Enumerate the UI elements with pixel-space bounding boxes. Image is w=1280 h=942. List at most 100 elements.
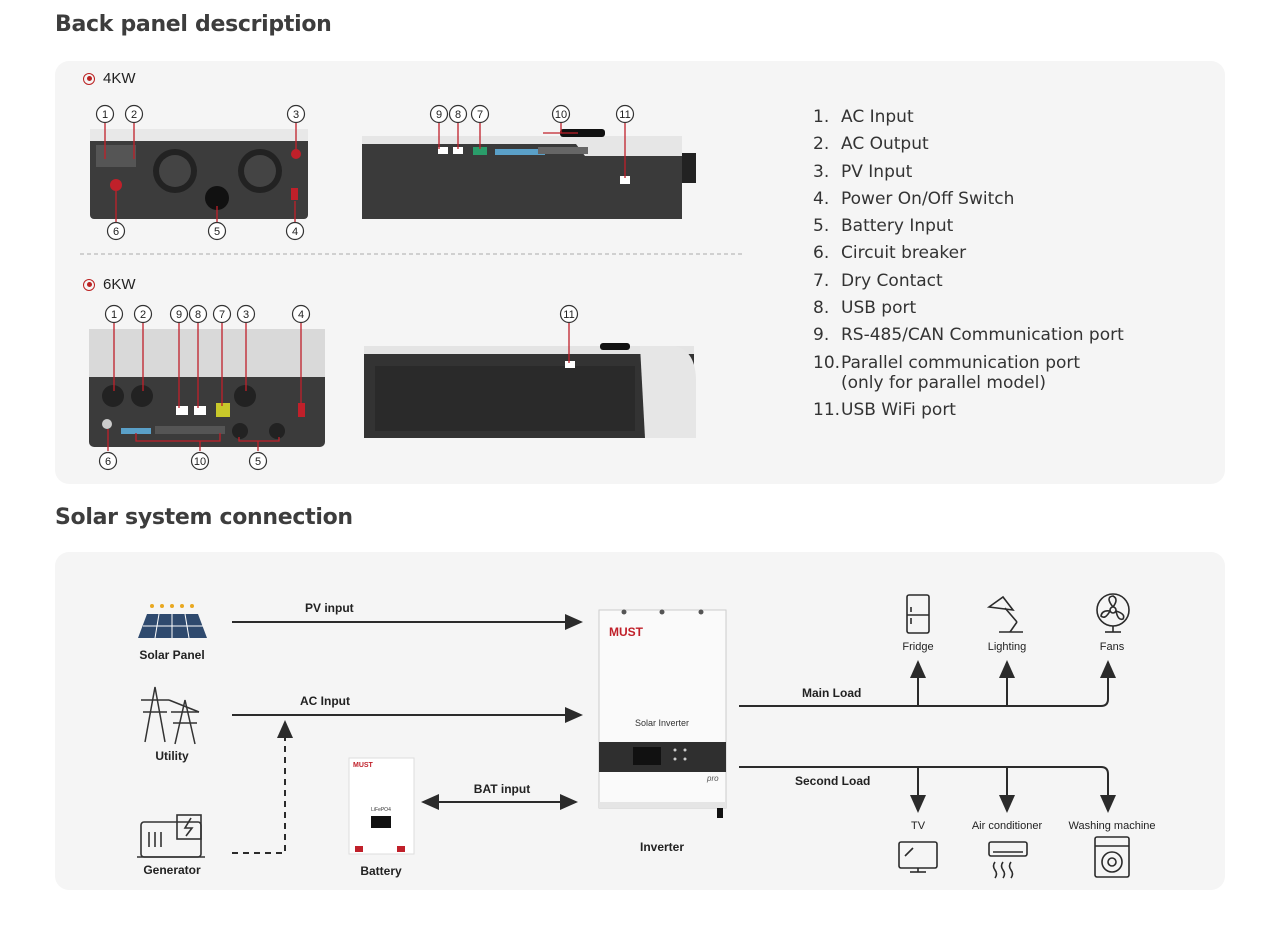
legend-number: 6. (813, 243, 830, 264)
legend-text-line: (only for parallel model) (841, 372, 1046, 393)
inverter-unit: MUST Solar Inverter pro (598, 609, 727, 818)
callout-circle (190, 451, 210, 471)
model-4kw-text: 4KW (103, 70, 136, 87)
callout-number: 3 (293, 109, 299, 121)
callout-circle (207, 221, 227, 241)
callout-number: 7 (477, 109, 483, 121)
callout-circle (188, 304, 208, 324)
callout-number: 4 (292, 226, 298, 238)
legend-text: PV Input (841, 162, 912, 189)
bat-input-label: BAT input (474, 782, 530, 796)
legend-text-line: Dry Contact (841, 270, 943, 291)
callout-number: 8 (195, 309, 201, 321)
legend-text-line: Battery Input (841, 216, 954, 237)
tv-label: TV (911, 820, 926, 832)
legend-text: Circuit breaker (841, 243, 966, 270)
legend-text-line: Power On/Off Switch (841, 188, 1015, 209)
fan-icon (1096, 593, 1130, 633)
callout-circle (286, 104, 306, 124)
inverter-brand: MUST (609, 625, 644, 639)
callout-number: 9 (436, 109, 442, 121)
legend-item: 4.Power On/Off Switch (813, 189, 1124, 216)
legend-text-line: USB port (841, 298, 917, 319)
air-conditioner-label: Air conditioner (972, 820, 1043, 832)
inverter-6kw-side (364, 343, 696, 438)
legend-text-line: Parallel communication port (841, 352, 1081, 373)
model-6kw-label: 6KW (83, 276, 136, 293)
callout-circle (291, 304, 311, 324)
solar-panel-label: Solar Panel (139, 648, 204, 662)
legend-text-line: RS-485/CAN Communication port (841, 325, 1124, 346)
washing-machine-label: Washing machine (1068, 820, 1155, 832)
generator-dashed-arrow (232, 720, 293, 854)
lighting-label: Lighting (988, 641, 1027, 653)
callout-circle (551, 104, 571, 124)
legend-item: 3. PV Input (813, 162, 1124, 189)
callout-circle (248, 451, 268, 471)
callout-number: 6 (105, 456, 111, 468)
battery-unit: MUST LiFePO4 (348, 757, 415, 855)
legend-item: 10.Parallel communication port(only for … (813, 353, 1124, 400)
callout-circle (236, 304, 256, 324)
legend-item: 7. Dry Contact (813, 271, 1124, 298)
legend-text: Dry Contact (841, 271, 943, 298)
main-load-line (739, 660, 1116, 707)
callout-circle (429, 104, 449, 124)
inverter-label: Inverter (640, 840, 684, 854)
legend-number: 3. (813, 161, 830, 182)
fridge-label: Fridge (902, 641, 933, 653)
radio-icon (83, 278, 95, 291)
callout-number: 8 (455, 109, 461, 121)
legend-item: 1.AC Input (813, 107, 1124, 134)
inverter-4kw-front (90, 129, 308, 219)
callout-number: 7 (219, 309, 225, 321)
callout-circle (95, 104, 115, 124)
callout-number: 5 (255, 456, 261, 468)
second-load-label: Second Load (795, 774, 870, 788)
callout-circle (285, 221, 305, 241)
callout-lines-4kw-side (438, 123, 626, 178)
generator-icon (137, 814, 205, 858)
pv-input-label: PV input (305, 601, 354, 615)
legend-text-line: Circuit breaker (841, 243, 967, 264)
battery-type: LiFePO4 (371, 807, 391, 813)
legend-number: 8. (813, 298, 830, 319)
legend-text: RS-485/CAN Communication port (841, 325, 1124, 352)
washing-machine-icon (1094, 836, 1130, 878)
ac-input-label: AC Input (300, 694, 350, 708)
callout-circle (615, 104, 635, 124)
utility-label: Utility (155, 749, 189, 763)
legend-text: USB port (841, 298, 916, 325)
callout-lines-4kw-front (104, 123, 297, 222)
callout-number: 1 (102, 109, 108, 121)
legend-number: 11. (813, 399, 841, 420)
callout-lines-6kw-front (107, 323, 302, 451)
legend-item: 2.AC Output (813, 134, 1124, 161)
inverter-4kw-side (362, 129, 696, 219)
callout-number: 6 (113, 226, 119, 238)
legend-text: Battery Input (841, 216, 953, 243)
tv-icon (898, 841, 938, 873)
legend-number: 7. (813, 270, 830, 291)
callout-number: 1 (111, 309, 117, 321)
legend-item: 6. Circuit breaker (813, 243, 1124, 270)
inverter-pro: pro (706, 774, 719, 783)
inverter-6kw-front (89, 329, 325, 447)
inverter-badge: Solar Inverter (635, 718, 689, 728)
legend-number: 9. (813, 325, 830, 346)
legend-text-line: PV Input (841, 161, 913, 182)
legend-item: 9. RS-485/CAN Communication port (813, 325, 1124, 352)
callout-number: 10 (555, 109, 567, 121)
callout-circle (559, 304, 579, 324)
lamp-icon (986, 595, 1023, 633)
generator-label: Generator (143, 863, 201, 877)
callout-number: 2 (140, 309, 146, 321)
legend-item: 5.Battery Input (813, 216, 1124, 243)
legend-text: Parallel communication port(only for par… (841, 353, 1080, 400)
battery-brand: MUST (353, 762, 374, 769)
back-panel-card: 4KW 6KW 1 2 3 6 5 4 (55, 61, 1225, 484)
